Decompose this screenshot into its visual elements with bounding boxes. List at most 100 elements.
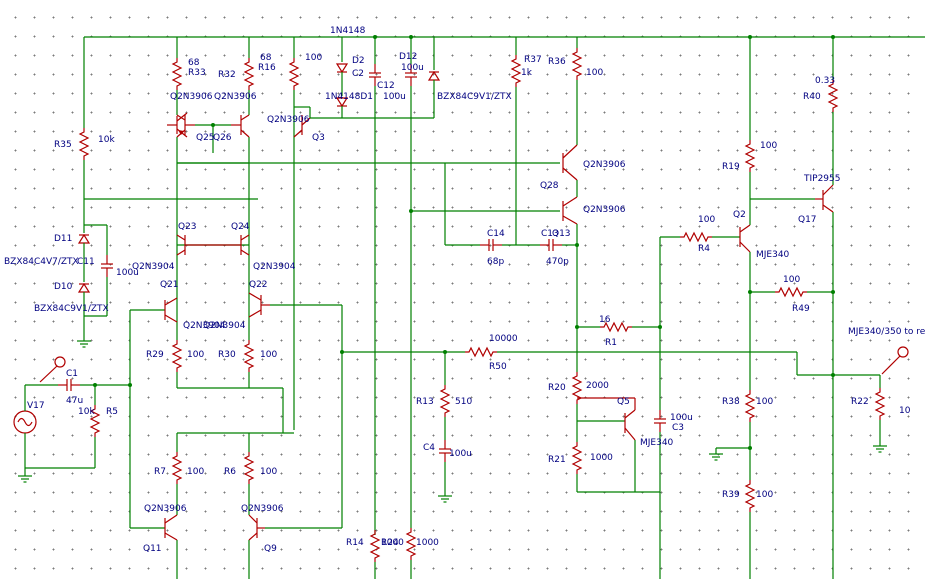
label-d2: D2	[352, 56, 365, 66]
q28-transistor	[562, 144, 578, 181]
label-d12v: 100u	[401, 63, 424, 73]
label-q21type: Q2N3904	[183, 321, 226, 331]
label-r7: R7	[154, 467, 166, 477]
label-c2: C2	[352, 69, 364, 79]
q22-transistor	[248, 292, 270, 318]
label-r35v: 10k	[98, 135, 115, 145]
diode-reference	[310, 35, 440, 579]
q2-transistor	[739, 224, 751, 253]
label-c13v: 470p	[546, 257, 569, 267]
label-r29: R29	[146, 350, 164, 360]
label-r24v: 1000	[416, 538, 439, 548]
label-r30: R30	[218, 350, 236, 360]
vas-stage	[177, 37, 582, 372]
label-r1: R1	[605, 338, 617, 348]
label-c14: C14	[487, 229, 505, 239]
label-q3: Q3	[312, 133, 325, 143]
q3-transistor	[293, 115, 311, 138]
label-r33: R33	[188, 68, 206, 78]
label-q24: Q24	[231, 222, 250, 232]
label-c14v: 68p	[487, 257, 504, 267]
label-r7v: 100	[187, 467, 204, 477]
label-q28: Q28	[540, 181, 559, 191]
label-r39v: 100	[756, 490, 773, 500]
label-r50v: 10000	[489, 334, 518, 344]
label-r24: R24	[381, 538, 399, 548]
label-q22: Q22	[249, 280, 268, 290]
label-q23: Q23	[178, 222, 197, 232]
label-q5type: MJE340	[640, 438, 674, 448]
q23-transistor	[176, 234, 213, 256]
label-r30v: 100	[260, 350, 277, 360]
label-mje-note: MJE340/350 to rep	[848, 327, 925, 337]
label-q28type: Q2N3906	[583, 160, 626, 170]
label-r3v: 100	[305, 53, 322, 63]
label-r14: R14	[346, 538, 364, 548]
label-1n4148-top: 1N4148	[330, 26, 366, 36]
q3-branch	[176, 37, 311, 452]
label-q26: Q26	[213, 133, 232, 143]
label-r36v: 100	[586, 68, 603, 78]
q5-transistor	[577, 397, 636, 441]
label-d1: 1N4148D1	[325, 92, 373, 102]
feedback-network	[437, 232, 880, 579]
label-r37: R37	[524, 55, 542, 65]
label-r20v: 2000	[586, 381, 609, 391]
label-r19v: 100	[760, 141, 777, 151]
output-stage	[708, 35, 909, 579]
label-q24type: Q2N3904	[253, 262, 296, 272]
label-q13type: Q2N3906	[583, 205, 626, 215]
label-c4v: 100u	[449, 449, 472, 459]
q21-transistor	[164, 297, 178, 323]
input-source	[13, 356, 132, 483]
q13-transistor	[562, 196, 578, 225]
transistors	[164, 114, 834, 541]
label-d10part: BZX84C9V1/ZTX	[34, 304, 109, 314]
label-q22type: Q2N3904	[203, 321, 246, 331]
label-r5: R5	[106, 407, 118, 417]
label-r5v: 10k	[78, 407, 95, 417]
label-r14v: 1000	[381, 538, 404, 548]
label-d11: D11	[54, 234, 72, 244]
label-r32: R32	[218, 70, 236, 80]
q11-transistor	[164, 514, 178, 541]
label-c1: C1	[66, 369, 78, 379]
label-q17: Q17	[798, 215, 817, 225]
label-r22v: 10	[899, 406, 911, 416]
labels: 1N4148 D2 C2 D12 100u C12 100u BZX84C9V1…	[4, 26, 925, 554]
label-r16v: 68	[260, 53, 272, 63]
label-q11type: Q2N3906	[144, 504, 187, 514]
label-r21v: 1000	[590, 453, 613, 463]
label-q2type: MJE340	[756, 250, 790, 260]
label-c3v: 100u	[670, 413, 693, 423]
label-q23type: Q2N3904	[132, 262, 175, 272]
label-d10: D10	[54, 282, 73, 292]
label-r29v: 100	[187, 350, 204, 360]
label-q13: Q13	[552, 229, 571, 239]
label-r37v: 1k	[521, 68, 533, 78]
label-r40v: 0.33	[815, 76, 835, 86]
label-r38: R38	[722, 397, 740, 407]
label-r39: R39	[722, 490, 740, 500]
label-v17: V17	[27, 401, 45, 411]
label-q25type: Q2N3906	[170, 92, 213, 102]
bias-string	[76, 37, 258, 348]
label-r13v: 510	[455, 397, 472, 407]
label-c4: C4	[423, 443, 435, 453]
q26-transistor	[231, 114, 250, 138]
label-r6v: 100	[260, 467, 277, 477]
label-r6: R6	[224, 467, 236, 477]
label-c3: C3	[672, 423, 684, 433]
label-r4v: 100	[698, 215, 715, 225]
label-r4: R4	[698, 244, 710, 254]
label-r21: R21	[548, 455, 566, 465]
label-c1v: 47u	[66, 396, 83, 406]
label-r35: R35	[54, 140, 72, 150]
q25-transistor	[176, 114, 195, 138]
label-d11part: BZX84C4V7/ZTX	[4, 257, 79, 267]
label-bzx9v1-top: BZX84C9V1/ZTX	[437, 92, 512, 102]
label-q9type: Q2N3906	[241, 504, 284, 514]
label-c11: C11	[77, 257, 95, 267]
label-q25: Q25	[196, 133, 215, 143]
